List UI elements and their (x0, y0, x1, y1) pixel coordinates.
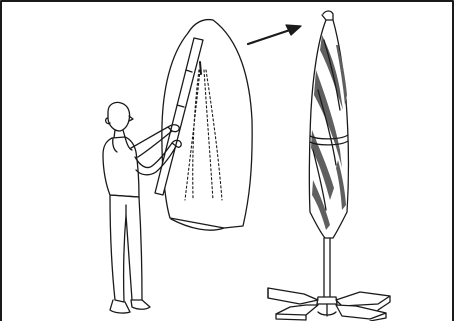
umbrella-pole (324, 238, 330, 298)
direction-arrow (248, 25, 301, 44)
closed-umbrella (309, 11, 348, 238)
cross-base (268, 288, 390, 321)
